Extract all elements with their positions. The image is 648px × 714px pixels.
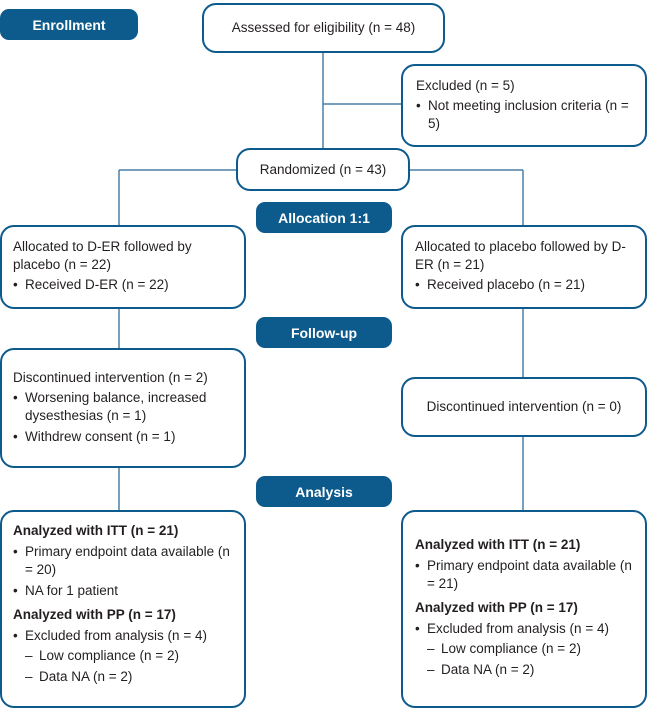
right-allocation-list: Received placebo (n = 21): [415, 276, 633, 294]
left-followup-box: Discontinued intervention (n = 2) Worsen…: [0, 348, 246, 468]
stage-allocation: Allocation 1:1: [256, 202, 392, 233]
left-allocation-box: Allocated to D-ER followed by placebo (n…: [0, 225, 246, 309]
excluded-item: Not meeting inclusion criteria (n = 5): [416, 97, 631, 133]
left-itt-item: NA for 1 patient: [13, 582, 234, 600]
left-itt-item: Primary endpoint data available (n = 20): [13, 543, 234, 579]
assessed-box: Assessed for eligibility (n = 48): [202, 3, 445, 53]
excluded-list: Not meeting inclusion criteria (n = 5): [416, 97, 631, 133]
left-itt-heading: Analyzed with ITT (n = 21): [13, 523, 179, 538]
right-allocation-box: Allocated to placebo followed by D-ER (n…: [401, 225, 647, 309]
left-pp-subitem: Data NA (n = 2): [25, 668, 234, 686]
left-allocation-title: Allocated to D-ER followed by placebo (n…: [13, 239, 192, 272]
right-allocation-item: Received placebo (n = 21): [415, 276, 633, 294]
right-pp-item: Excluded from analysis (n = 4) Low compl…: [415, 620, 635, 679]
right-itt-heading: Analyzed with ITT (n = 21): [415, 537, 581, 552]
right-pp-item-label: Excluded from analysis (n = 4): [427, 621, 609, 636]
randomized-box: Randomized (n = 43): [236, 148, 410, 191]
right-pp-subitem: Low compliance (n = 2): [427, 640, 635, 658]
right-pp-sublist: Low compliance (n = 2) Data NA (n = 2): [427, 640, 635, 679]
right-itt-list: Primary endpoint data available (n = 21): [415, 557, 635, 593]
excluded-title: Excluded (n = 5): [416, 78, 515, 93]
left-itt-list: Primary endpoint data available (n = 20)…: [13, 543, 234, 600]
right-pp-heading: Analyzed with PP (n = 17): [415, 600, 578, 615]
right-pp-list: Excluded from analysis (n = 4) Low compl…: [415, 620, 635, 679]
left-pp-subitem: Low compliance (n = 2): [25, 647, 234, 665]
left-pp-sublist: Low compliance (n = 2) Data NA (n = 2): [25, 647, 234, 686]
left-pp-heading: Analyzed with PP (n = 17): [13, 607, 176, 622]
left-analysis-box: Analyzed with ITT (n = 21) Primary endpo…: [0, 510, 246, 708]
left-pp-item-label: Excluded from analysis (n = 4): [25, 628, 207, 643]
left-followup-item: Worsening balance, increased dysesthesia…: [13, 389, 234, 425]
left-pp-list: Excluded from analysis (n = 4) Low compl…: [13, 627, 234, 686]
stage-enrollment: Enrollment: [0, 9, 138, 40]
left-allocation-list: Received D-ER (n = 22): [13, 276, 232, 294]
left-followup-item: Withdrew consent (n = 1): [13, 428, 234, 446]
right-followup-title: Discontinued intervention (n = 0): [426, 399, 622, 414]
right-pp-subitem: Data NA (n = 2): [427, 661, 635, 679]
right-analysis-box: Analyzed with ITT (n = 21) Primary endpo…: [401, 510, 647, 708]
assessed-label: Assessed for eligibility (n = 48): [231, 20, 416, 35]
right-allocation-title: Allocated to placebo followed by D-ER (n…: [415, 239, 626, 272]
stage-analysis: Analysis: [256, 476, 392, 507]
left-followup-title: Discontinued intervention (n = 2): [13, 370, 208, 385]
right-itt-item: Primary endpoint data available (n = 21): [415, 557, 635, 593]
excluded-box: Excluded (n = 5) Not meeting inclusion c…: [401, 64, 647, 147]
left-pp-item: Excluded from analysis (n = 4) Low compl…: [13, 627, 234, 686]
stage-followup: Follow-up: [256, 317, 392, 348]
left-allocation-item: Received D-ER (n = 22): [13, 276, 232, 294]
left-followup-list: Worsening balance, increased dysesthesia…: [13, 389, 234, 446]
randomized-label: Randomized (n = 43): [259, 161, 387, 177]
right-followup-box: Discontinued intervention (n = 0): [401, 377, 647, 437]
